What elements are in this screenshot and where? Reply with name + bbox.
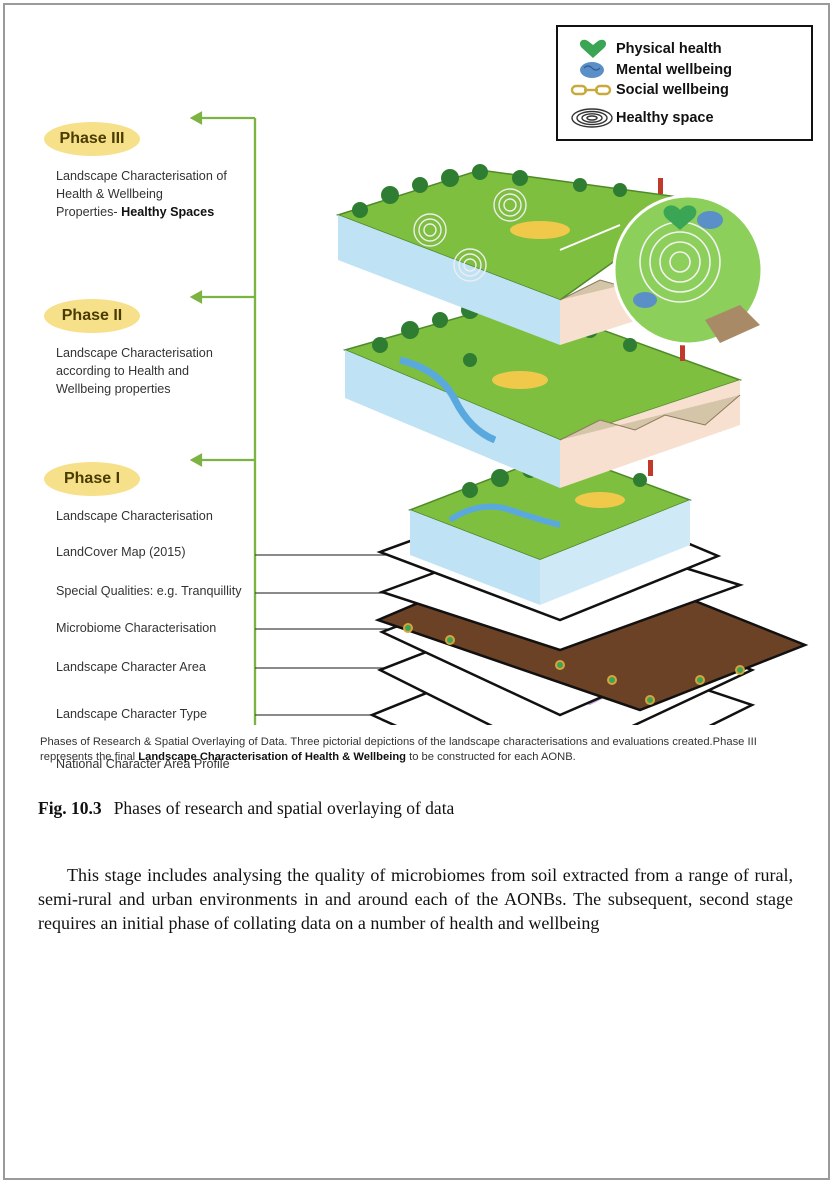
phase-i-badge: Phase I bbox=[44, 462, 140, 496]
phase-iii-desc-line: Landscape Characterisation of bbox=[56, 169, 227, 183]
legend-item-physical-health: Physical health bbox=[570, 38, 722, 60]
layer-leader-lines bbox=[255, 554, 400, 716]
legend-item-social-wellbeing: Social wellbeing bbox=[570, 79, 729, 101]
phase-iii-badge: Phase III bbox=[44, 122, 140, 156]
timeline-arrows bbox=[189, 111, 257, 725]
phase-ii-desc-line: Wellbeing properties bbox=[56, 382, 171, 396]
phase-ii-badge: Phase II bbox=[44, 299, 140, 333]
blue-brain-icon bbox=[580, 62, 604, 78]
figure: Physical health Mental wellbeing Social … bbox=[44, 25, 813, 771]
phase-ii-landscape bbox=[342, 297, 743, 488]
green-heart-icon bbox=[579, 39, 607, 58]
data-layer-stack bbox=[368, 486, 809, 725]
layer-label-national-profile: National Character Area Profile bbox=[56, 757, 230, 771]
page-frame bbox=[3, 3, 830, 1180]
phase-iii-description: Landscape Characterisation of Health & W… bbox=[56, 167, 286, 221]
figure-caption: Fig. 10.3 Phases of research and spatial … bbox=[38, 798, 454, 819]
caption-number: Fig. 10.3 bbox=[38, 798, 102, 818]
legend-label: Social wellbeing bbox=[616, 82, 729, 98]
phase-iii-desc-tail: Properties- bbox=[56, 205, 122, 219]
figure-note-text: Phases of Research & Spatial Overlaying … bbox=[40, 736, 757, 763]
phase-i-description: Landscape Characterisation bbox=[56, 507, 286, 525]
layer-label-character-area: Landscape Character Area bbox=[56, 660, 206, 674]
chain-link-icon bbox=[570, 84, 612, 96]
phase-ii-desc-line: Landscape Characterisation bbox=[56, 346, 213, 360]
phase-i-landscape bbox=[407, 451, 693, 605]
phase-ii-description: Landscape Characterisation according to … bbox=[56, 344, 286, 398]
layer-label-microbiome: Microbiome Characterisation bbox=[56, 621, 217, 635]
layer-label-special-qualities: Special Qualities: e.g. Tranquillity bbox=[56, 584, 242, 598]
body-paragraph: This stage includes analysing the qualit… bbox=[38, 865, 793, 933]
legend-label: Mental wellbeing bbox=[616, 62, 733, 78]
phase-iii-desc-bold: Healthy Spaces bbox=[121, 205, 215, 219]
figure-illustration bbox=[189, 111, 809, 725]
figure-note-text-end: to be constructed for each AONB. bbox=[406, 751, 576, 763]
phase-iii-landscape bbox=[335, 164, 764, 346]
legend: Physical health Mental wellbeing Social … bbox=[556, 25, 813, 141]
legend-item-mental-wellbeing: Mental wellbeing bbox=[570, 59, 732, 81]
phase-i-desc-line: Landscape Characterisation bbox=[56, 509, 213, 523]
figure-note: Phases of Research & Spatial Overlaying … bbox=[40, 735, 800, 765]
caption-text: Phases of research and spatial overlayin… bbox=[113, 798, 455, 818]
figure-note-bold: Landscape Characterisation of Health & W… bbox=[138, 751, 406, 763]
phase-ii-desc-line: according to Health and bbox=[56, 364, 190, 378]
phase-iii-desc-line: Health & Wellbeing bbox=[56, 187, 163, 201]
phase-iii-desc-line: Properties- Healthy Spaces bbox=[56, 203, 286, 221]
concentric-rings-icon bbox=[571, 108, 613, 128]
legend-label: Healthy space bbox=[616, 110, 714, 126]
layer-label-character-type: Landscape Character Type bbox=[56, 707, 207, 721]
legend-label: Physical health bbox=[616, 41, 722, 57]
legend-item-healthy-space: Healthy space bbox=[570, 107, 714, 129]
layer-label-landcover: LandCover Map (2015) bbox=[56, 545, 186, 559]
